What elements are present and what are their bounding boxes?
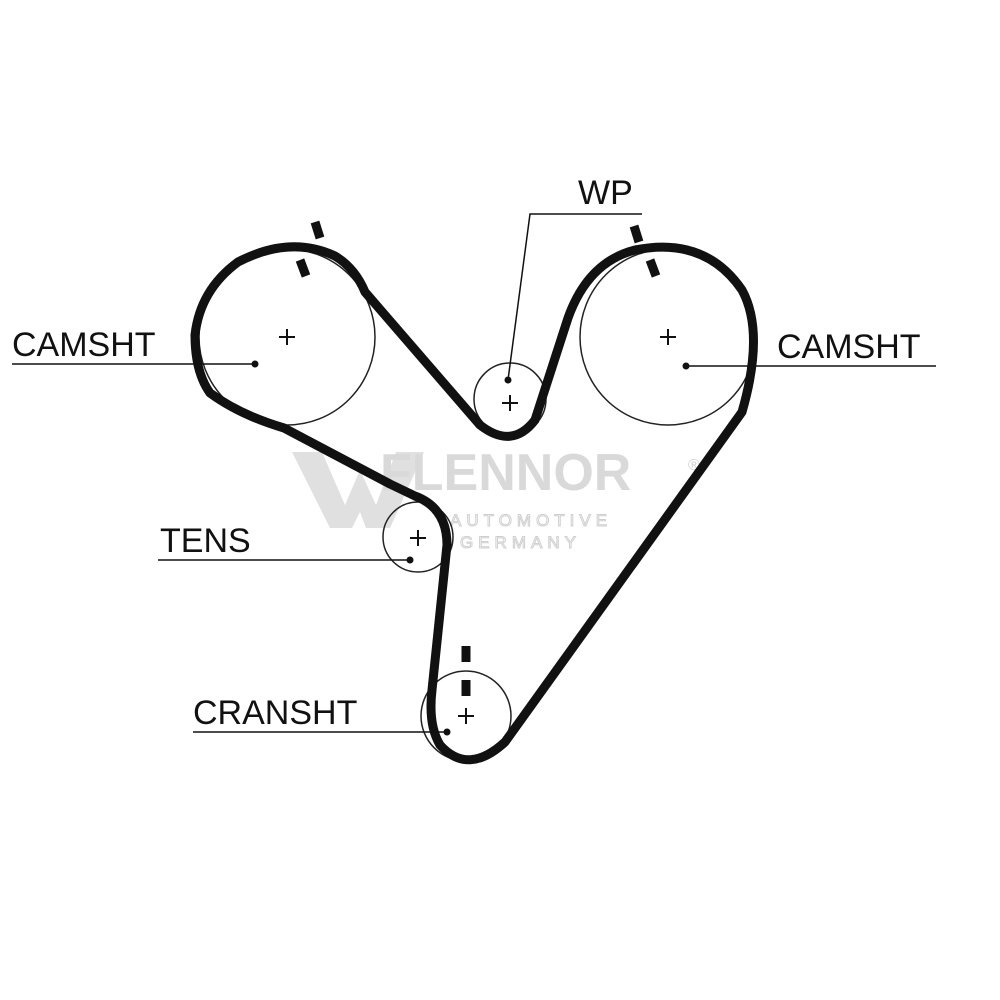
tensioner-centre [410,530,426,546]
timing-belt [190,242,758,765]
dot-water-pump [504,376,512,384]
flennor-logo-mark [292,452,424,528]
right-cam-mark-outer [629,224,644,244]
left-cam-mark-outer [310,220,325,240]
leader-lines [12,213,936,733]
pulley-centres [279,329,676,724]
dot-crankshaft [443,728,451,736]
timing-marks [295,220,661,696]
flennor-watermark: FLENNOR ® AUTOMOTIVE GERMANY [292,444,700,553]
label-tensioner: TENS [160,522,251,560]
crankshaft-centre [458,708,474,724]
label-camshaft-left: CAMSHT [12,326,156,364]
dot-camshaft-right [682,362,690,370]
dot-tensioner [406,556,414,564]
watermark-line2: GERMANY [460,533,581,552]
watermark-line1: AUTOMOTIVE [450,511,612,530]
leader-dots [251,360,690,736]
leader-water-pump [507,213,642,381]
label-water-pump: WP [578,174,633,212]
dot-camshaft-left [251,360,259,368]
left-cam-centre [279,329,295,345]
water-pump-centre [502,395,518,411]
watermark-brand: FLENNOR [380,444,631,502]
right-cam-mark-inner [645,258,661,278]
label-crankshaft: CRANSHT [193,694,357,732]
left-cam-mark-inner [295,258,311,278]
label-camshaft-right: CAMSHT [777,328,921,366]
right-cam-centre [660,329,676,345]
